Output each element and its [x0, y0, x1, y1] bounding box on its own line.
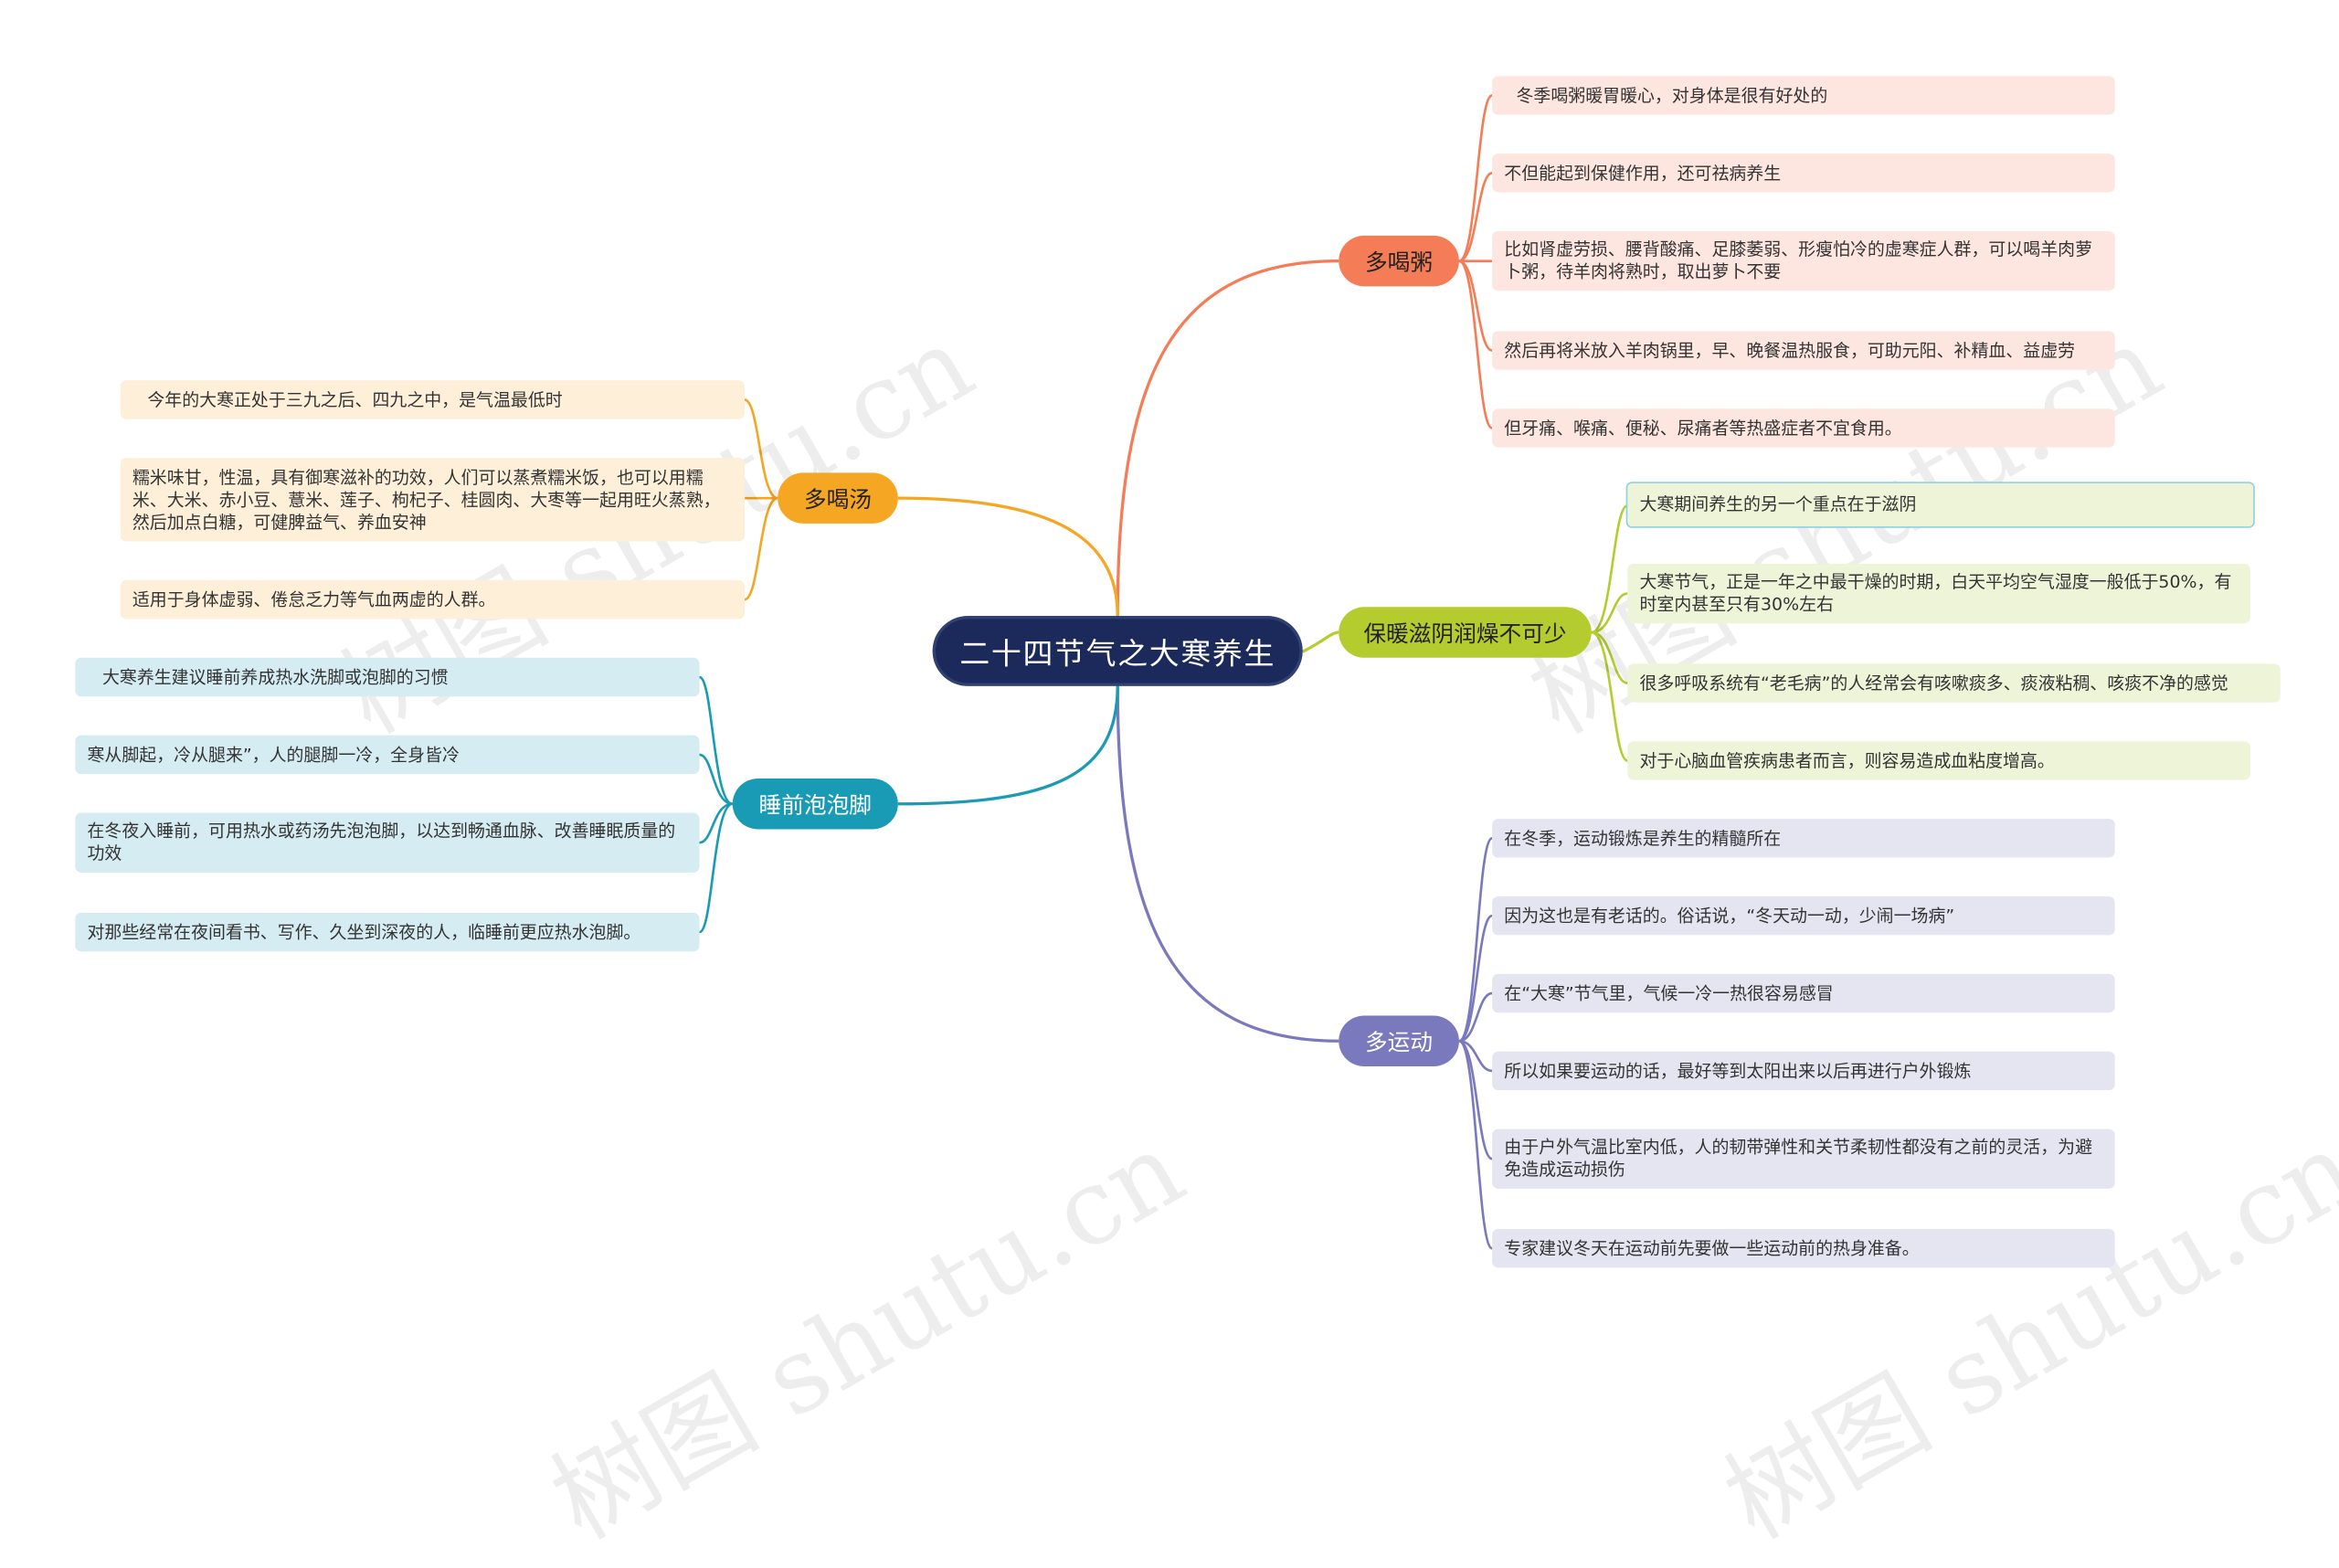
link-root-moist: [1301, 630, 1339, 653]
leaf-exercise-4[interactable]: 所以如果要运动的话，最好等到太阳出来以后再进行户外锻炼: [1492, 1051, 2115, 1091]
exercise-links: [1458, 836, 1494, 1250]
soup-links: [744, 398, 778, 601]
leaf-porridge-3[interactable]: 比如肾虚劳损、腰背酸痛、足膝萎弱、形瘦怕冷的虚寒症人群，可以喝羊肉萝卜粥，待羊肉…: [1492, 230, 2115, 291]
branch-exercise[interactable]: 多运动: [1339, 1015, 1459, 1067]
leaf-exercise-2[interactable]: 因为这也是有老话的。俗话说，“冬天动一动，少闹一场病”: [1492, 895, 2115, 936]
branch-moist[interactable]: 保暖滋阴润燥不可少: [1339, 607, 1592, 658]
link-root-exercise: [1116, 685, 1339, 1043]
moist-links: [1591, 504, 1628, 762]
link-root-foot: [897, 685, 1119, 806]
leaf-foot-3[interactable]: 在冬夜入睡前，可用热水或药汤先泡泡脚，以达到畅通血脉、改善睡眠质量的功效: [75, 812, 700, 873]
leaf-soup-3[interactable]: 适用于身体虚弱、倦怠乏力等气血两虚的人群。: [120, 579, 745, 620]
branch-porridge[interactable]: 多喝粥: [1339, 235, 1459, 287]
link-root-porridge: [1116, 260, 1339, 617]
link-root-soup: [897, 496, 1119, 617]
branch-foot[interactable]: 睡前泡泡脚: [732, 779, 898, 830]
leaf-porridge-4[interactable]: 然后再将米放入羊肉锅里，早、晚餐温热服食，可助元阳、补精血、益虚劳: [1492, 331, 2115, 370]
branch-soup[interactable]: 多喝汤: [778, 472, 898, 524]
leaf-foot-2[interactable]: 寒从脚起，冷从腿来”，人的腿脚一冷，全身皆冷: [75, 735, 700, 775]
leaf-moist-2[interactable]: 大寒节气，正是一年之中最干燥的时期，白天平均空气湿度一般低于50%，有时室内甚至…: [1627, 563, 2250, 624]
leaf-soup-1[interactable]: 今年的大寒正处于三九之后、四九之中，是气温最低时: [120, 380, 745, 419]
leaf-foot-1[interactable]: 大寒养生建议睡前养成热水洗脚或泡脚的习惯: [75, 657, 700, 697]
leaf-moist-1[interactable]: 大寒期间养生的另一个重点在于滋阴: [1625, 482, 2255, 528]
foot-links: [698, 675, 734, 934]
leaf-porridge-5[interactable]: 但牙痛、喉痛、便秘、尿痛者等热盛症者不宜食用。: [1492, 408, 2115, 448]
leaf-moist-3[interactable]: 很多呼吸系统有“老毛病”的人经常会有咳嗽痰多、痰液粘稠、咳痰不净的感觉: [1627, 663, 2281, 703]
leaf-exercise-5[interactable]: 由于户外气温比室内低，人的韧带弹性和关节柔韧性都没有之前的灵活，为避免造成运动损…: [1492, 1128, 2115, 1189]
porridge-links: [1458, 94, 1494, 429]
connector-lines: [698, 94, 1628, 1250]
leaf-porridge-2[interactable]: 不但能起到保健作用，还可祛病养生: [1492, 154, 2115, 193]
leaf-soup-2[interactable]: 糯米味甘，性温，具有御寒滋补的功效，人们可以蒸煮糯米饭，也可以用糯米、大米、赤小…: [120, 458, 745, 542]
leaf-moist-4[interactable]: 对于心脑血管疾病患者而言，则容易造成血粘度增高。: [1627, 741, 2250, 780]
mindmap-canvas: 树图 shutu.cn 树图 shutu.cn 树图 shutu.cn 树图 s…: [75, 76, 2339, 1563]
leaf-exercise-3[interactable]: 在“大寒”节气里，气候一冷一热很容易感冒: [1492, 973, 2115, 1013]
root-topic[interactable]: 二十四节气之大寒养生: [932, 616, 1303, 686]
leaf-foot-4[interactable]: 对那些经常在夜间看书、写作、久坐到深夜的人，临睡前更应热水泡脚。: [75, 912, 700, 952]
leaf-exercise-6[interactable]: 专家建议冬天在运动前先要做一些运动前的热身准备。: [1492, 1228, 2115, 1268]
leaf-exercise-1[interactable]: 在冬季，运动锻炼是养生的精髓所在: [1492, 819, 2115, 858]
leaf-porridge-1[interactable]: 冬季喝粥暖胃暖心，对身体是很有好处的: [1492, 76, 2115, 115]
